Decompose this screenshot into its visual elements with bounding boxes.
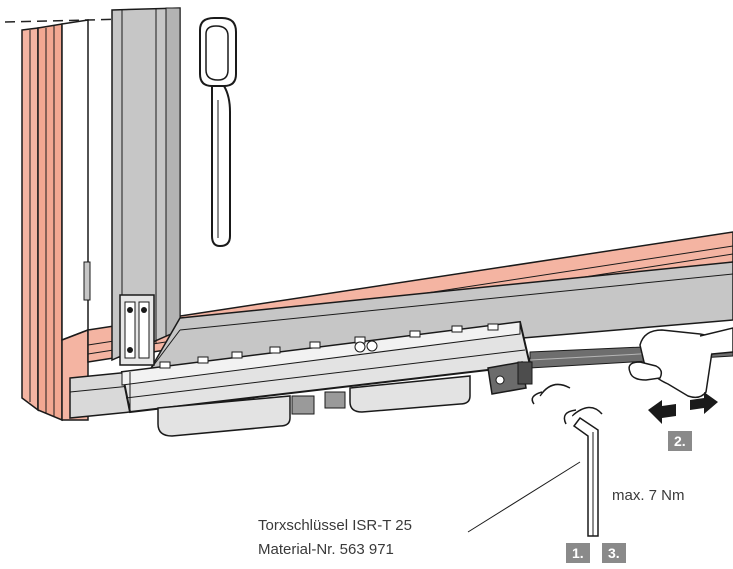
tool-name-label: Torxschlüssel ISR-T 25 <box>258 517 412 534</box>
rotation-arrows <box>531 383 603 425</box>
support-plates <box>157 375 471 437</box>
corner-hinge <box>119 294 155 366</box>
step-badge-2: 2. <box>668 431 692 451</box>
adjustment-cap <box>487 361 533 395</box>
torx-key <box>572 416 599 537</box>
step-badge-1: 1. <box>566 543 590 563</box>
window-handle <box>199 17 237 248</box>
sash-frame <box>111 7 733 371</box>
torque-label: max. 7 Nm <box>612 487 685 504</box>
fitting-rail <box>120 320 532 414</box>
slide-arrows <box>648 392 718 424</box>
hand-illustration <box>628 327 733 399</box>
step-badge-3: 3. <box>602 543 626 563</box>
leader-line <box>467 461 581 533</box>
material-number-label: Material-Nr. 563 971 <box>258 541 394 558</box>
